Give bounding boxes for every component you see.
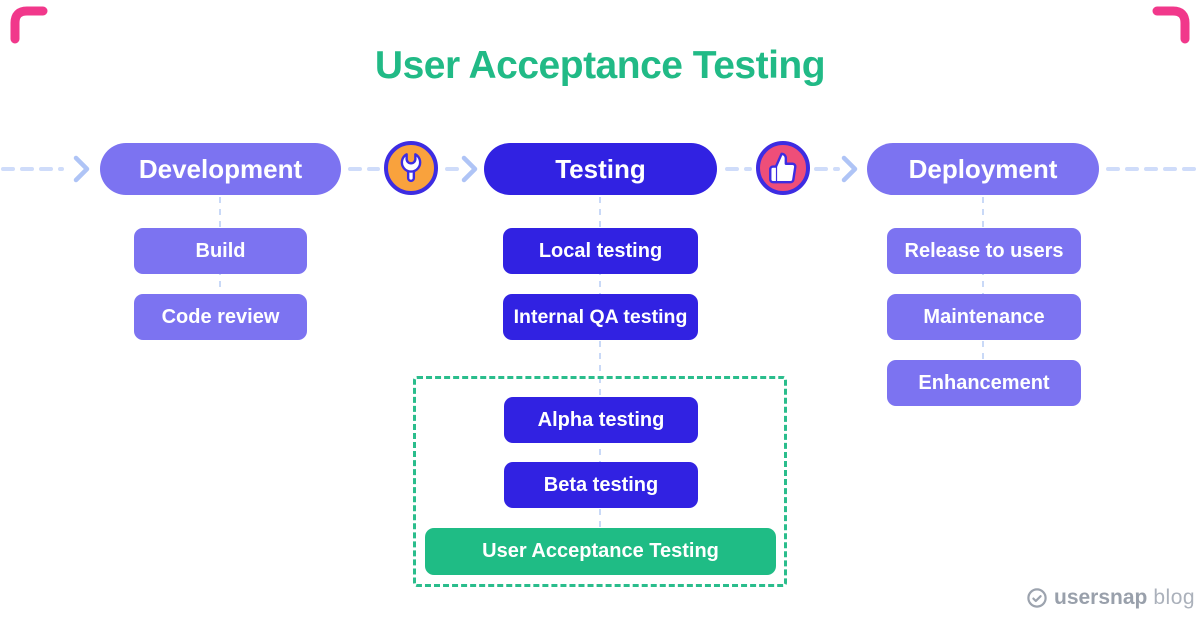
uat-group-box [413, 376, 787, 587]
step-label: Build [195, 239, 246, 262]
deployment-step-release: Release to users [887, 228, 1081, 274]
corner-accent-right-icon [1152, 6, 1190, 44]
brand-suffix: blog [1153, 586, 1196, 609]
step-label: Alpha testing [537, 408, 665, 431]
development-step-code-review: Code review [134, 294, 307, 340]
deployment-step-enhancement: Enhancement [887, 360, 1081, 406]
step-label: Release to users [904, 239, 1064, 262]
stage-pill-testing: Testing [484, 143, 717, 195]
brand-name: usersnap [1054, 586, 1148, 609]
page-title: User Acceptance Testing [374, 44, 826, 87]
arrow-chevron-icon [73, 155, 90, 183]
stage-label: Development [138, 153, 303, 184]
usersnap-logo-icon [1027, 588, 1047, 608]
stage-pill-deployment: Deployment [867, 143, 1099, 195]
step-label: User Acceptance Testing [482, 540, 719, 562]
step-label: Local testing [538, 239, 663, 262]
thumbs-up-icon [769, 152, 797, 184]
arrow-chevron-icon [461, 155, 478, 183]
step-label: Beta testing [543, 473, 659, 496]
testing-step-local-testing: Local testing [503, 228, 698, 274]
stage-label: Deployment [908, 153, 1058, 184]
stage-pill-development: Development [100, 143, 341, 195]
deployment-step-maintenance: Maintenance [887, 294, 1081, 340]
step-label: Internal QA testing [513, 305, 688, 328]
development-step-build: Build [134, 228, 307, 274]
step-label: Code review [161, 305, 280, 328]
corner-accent-left-icon [10, 6, 48, 44]
stage-label: Testing [555, 153, 646, 184]
arrow-chevron-icon [841, 155, 858, 183]
wrench-badge [384, 141, 438, 195]
testing-step-internal-qa: Internal QA testing [503, 294, 698, 340]
step-label: Enhancement [918, 371, 1050, 394]
thumbs-up-badge [756, 141, 810, 195]
uat-highlight-step: User Acceptance Testing [425, 528, 776, 575]
testing-step-alpha-testing: Alpha testing [504, 397, 698, 443]
testing-step-beta-testing: Beta testing [504, 462, 698, 508]
testing-column-line [599, 197, 601, 527]
step-label: Maintenance [923, 305, 1045, 328]
deployment-column-line [982, 197, 984, 359]
wrench-icon [400, 153, 422, 183]
flow-connector-line [1, 155, 1200, 183]
